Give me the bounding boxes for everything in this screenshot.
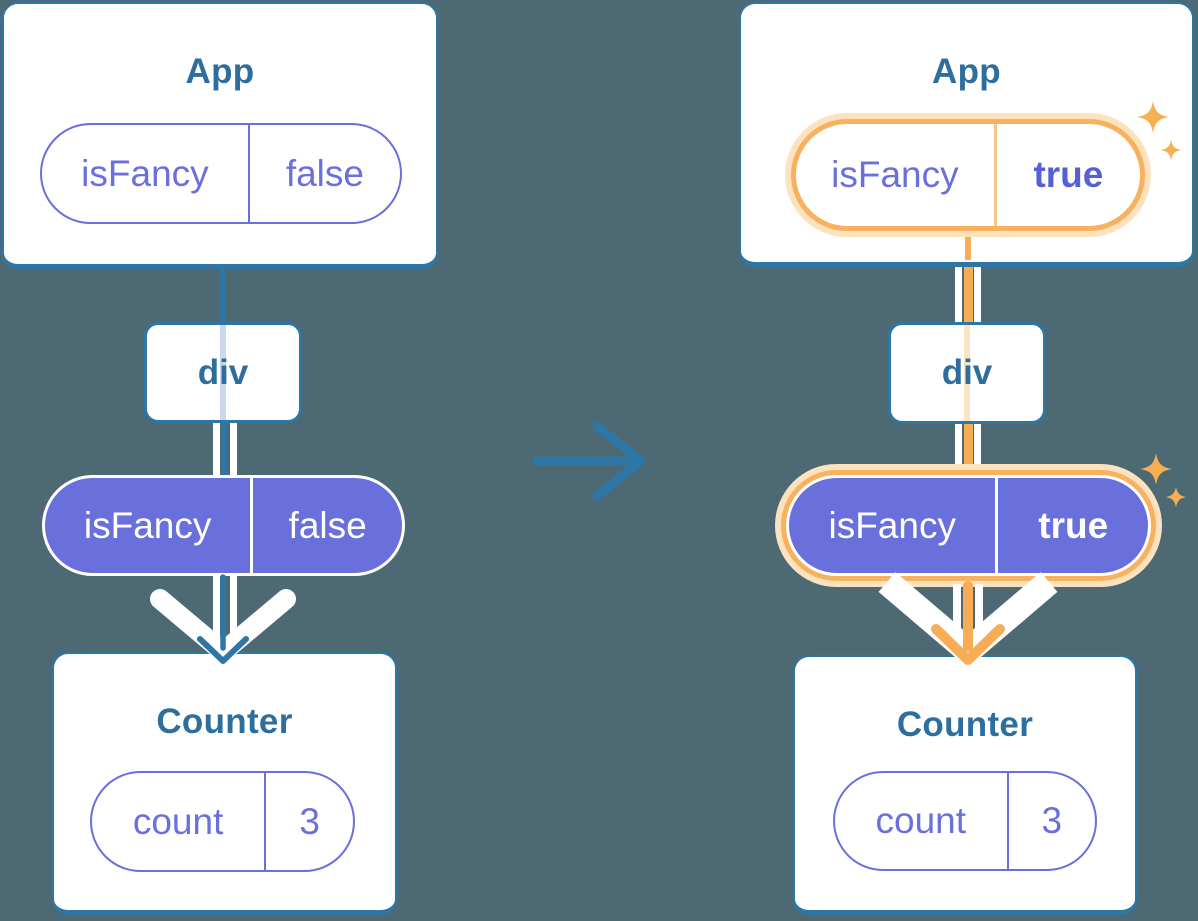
- counter-card-after: Counter count 3: [793, 655, 1137, 915]
- prop-name-label: isFancy: [81, 152, 209, 194]
- count-name-cell: count: [835, 773, 1007, 869]
- edge-state-counter-white-left: [212, 573, 220, 639]
- app-card-after: App isFancy true: [739, 2, 1194, 267]
- edge-div-state-white-left: [212, 420, 220, 478]
- edge-div-state-blue: [220, 420, 227, 478]
- edge-app-div-orange: [963, 262, 973, 326]
- state-name-cell: isFancy: [789, 478, 995, 573]
- state-name-label: isFancy: [828, 504, 956, 546]
- prop-flow-line-before: [220, 325, 226, 420]
- count-name-label: count: [875, 800, 967, 841]
- count-value-cell: 3: [264, 773, 353, 870]
- app-title-after: App: [932, 52, 1001, 91]
- state-pill-before: isFancy false: [42, 475, 405, 576]
- prop-pill-before: isFancy false: [40, 123, 402, 224]
- counter-card-before: Counter count 3: [52, 652, 397, 915]
- div-node-before: div: [144, 322, 302, 423]
- state-name-label: isFancy: [83, 504, 212, 546]
- prop-value-cell: true: [993, 124, 1140, 226]
- edge-state-counter-white-right: [229, 573, 237, 639]
- prop-name-cell: isFancy: [42, 125, 248, 222]
- edge-app-div-white-left-after: [955, 262, 962, 326]
- count-pill-after: count 3: [833, 771, 1097, 871]
- count-value-cell: 3: [1006, 773, 1095, 869]
- div-label-before: div: [197, 352, 249, 392]
- count-pill-before: count 3: [90, 771, 355, 872]
- count-value-label: 3: [1041, 800, 1063, 841]
- counter-title-after: Counter: [896, 705, 1034, 744]
- edge-div-state-white-right-after: [974, 420, 981, 476]
- state-value-cell: true: [995, 478, 1148, 573]
- app-card-before: App isFancy false: [2, 2, 438, 269]
- count-name-label: count: [132, 800, 224, 842]
- prop-value-label: false: [285, 152, 364, 194]
- count-name-cell: count: [92, 773, 264, 870]
- state-pill-after: isFancy true: [786, 475, 1151, 576]
- prop-pill-after: isFancy true: [791, 119, 1145, 231]
- edge-div-state-orange: [963, 420, 973, 476]
- edge-div-state-white-left-after: [955, 420, 962, 476]
- prop-value-cell: false: [247, 125, 400, 222]
- edge-app-div-before: [220, 263, 226, 325]
- div-node-after: div: [888, 322, 1046, 424]
- edge-div-state-white-right: [229, 420, 237, 478]
- div-label-after: div: [941, 353, 993, 392]
- state-value-cell: false: [250, 478, 402, 573]
- prop-name-cell: isFancy: [796, 124, 994, 226]
- count-value-label: 3: [299, 800, 320, 842]
- counter-title-before: Counter: [156, 702, 293, 741]
- edge-app-div-white-right-after: [974, 262, 981, 326]
- state-name-cell: isFancy: [45, 478, 250, 573]
- prop-value-label: true: [1033, 154, 1104, 195]
- state-value-label: true: [1038, 504, 1109, 546]
- prop-flow-line-after: [964, 325, 970, 421]
- state-value-label: false: [288, 504, 367, 546]
- prop-name-label: isFancy: [831, 154, 959, 195]
- app-title-before: App: [185, 52, 255, 91]
- prop-flow-line-app-after: [965, 222, 971, 260]
